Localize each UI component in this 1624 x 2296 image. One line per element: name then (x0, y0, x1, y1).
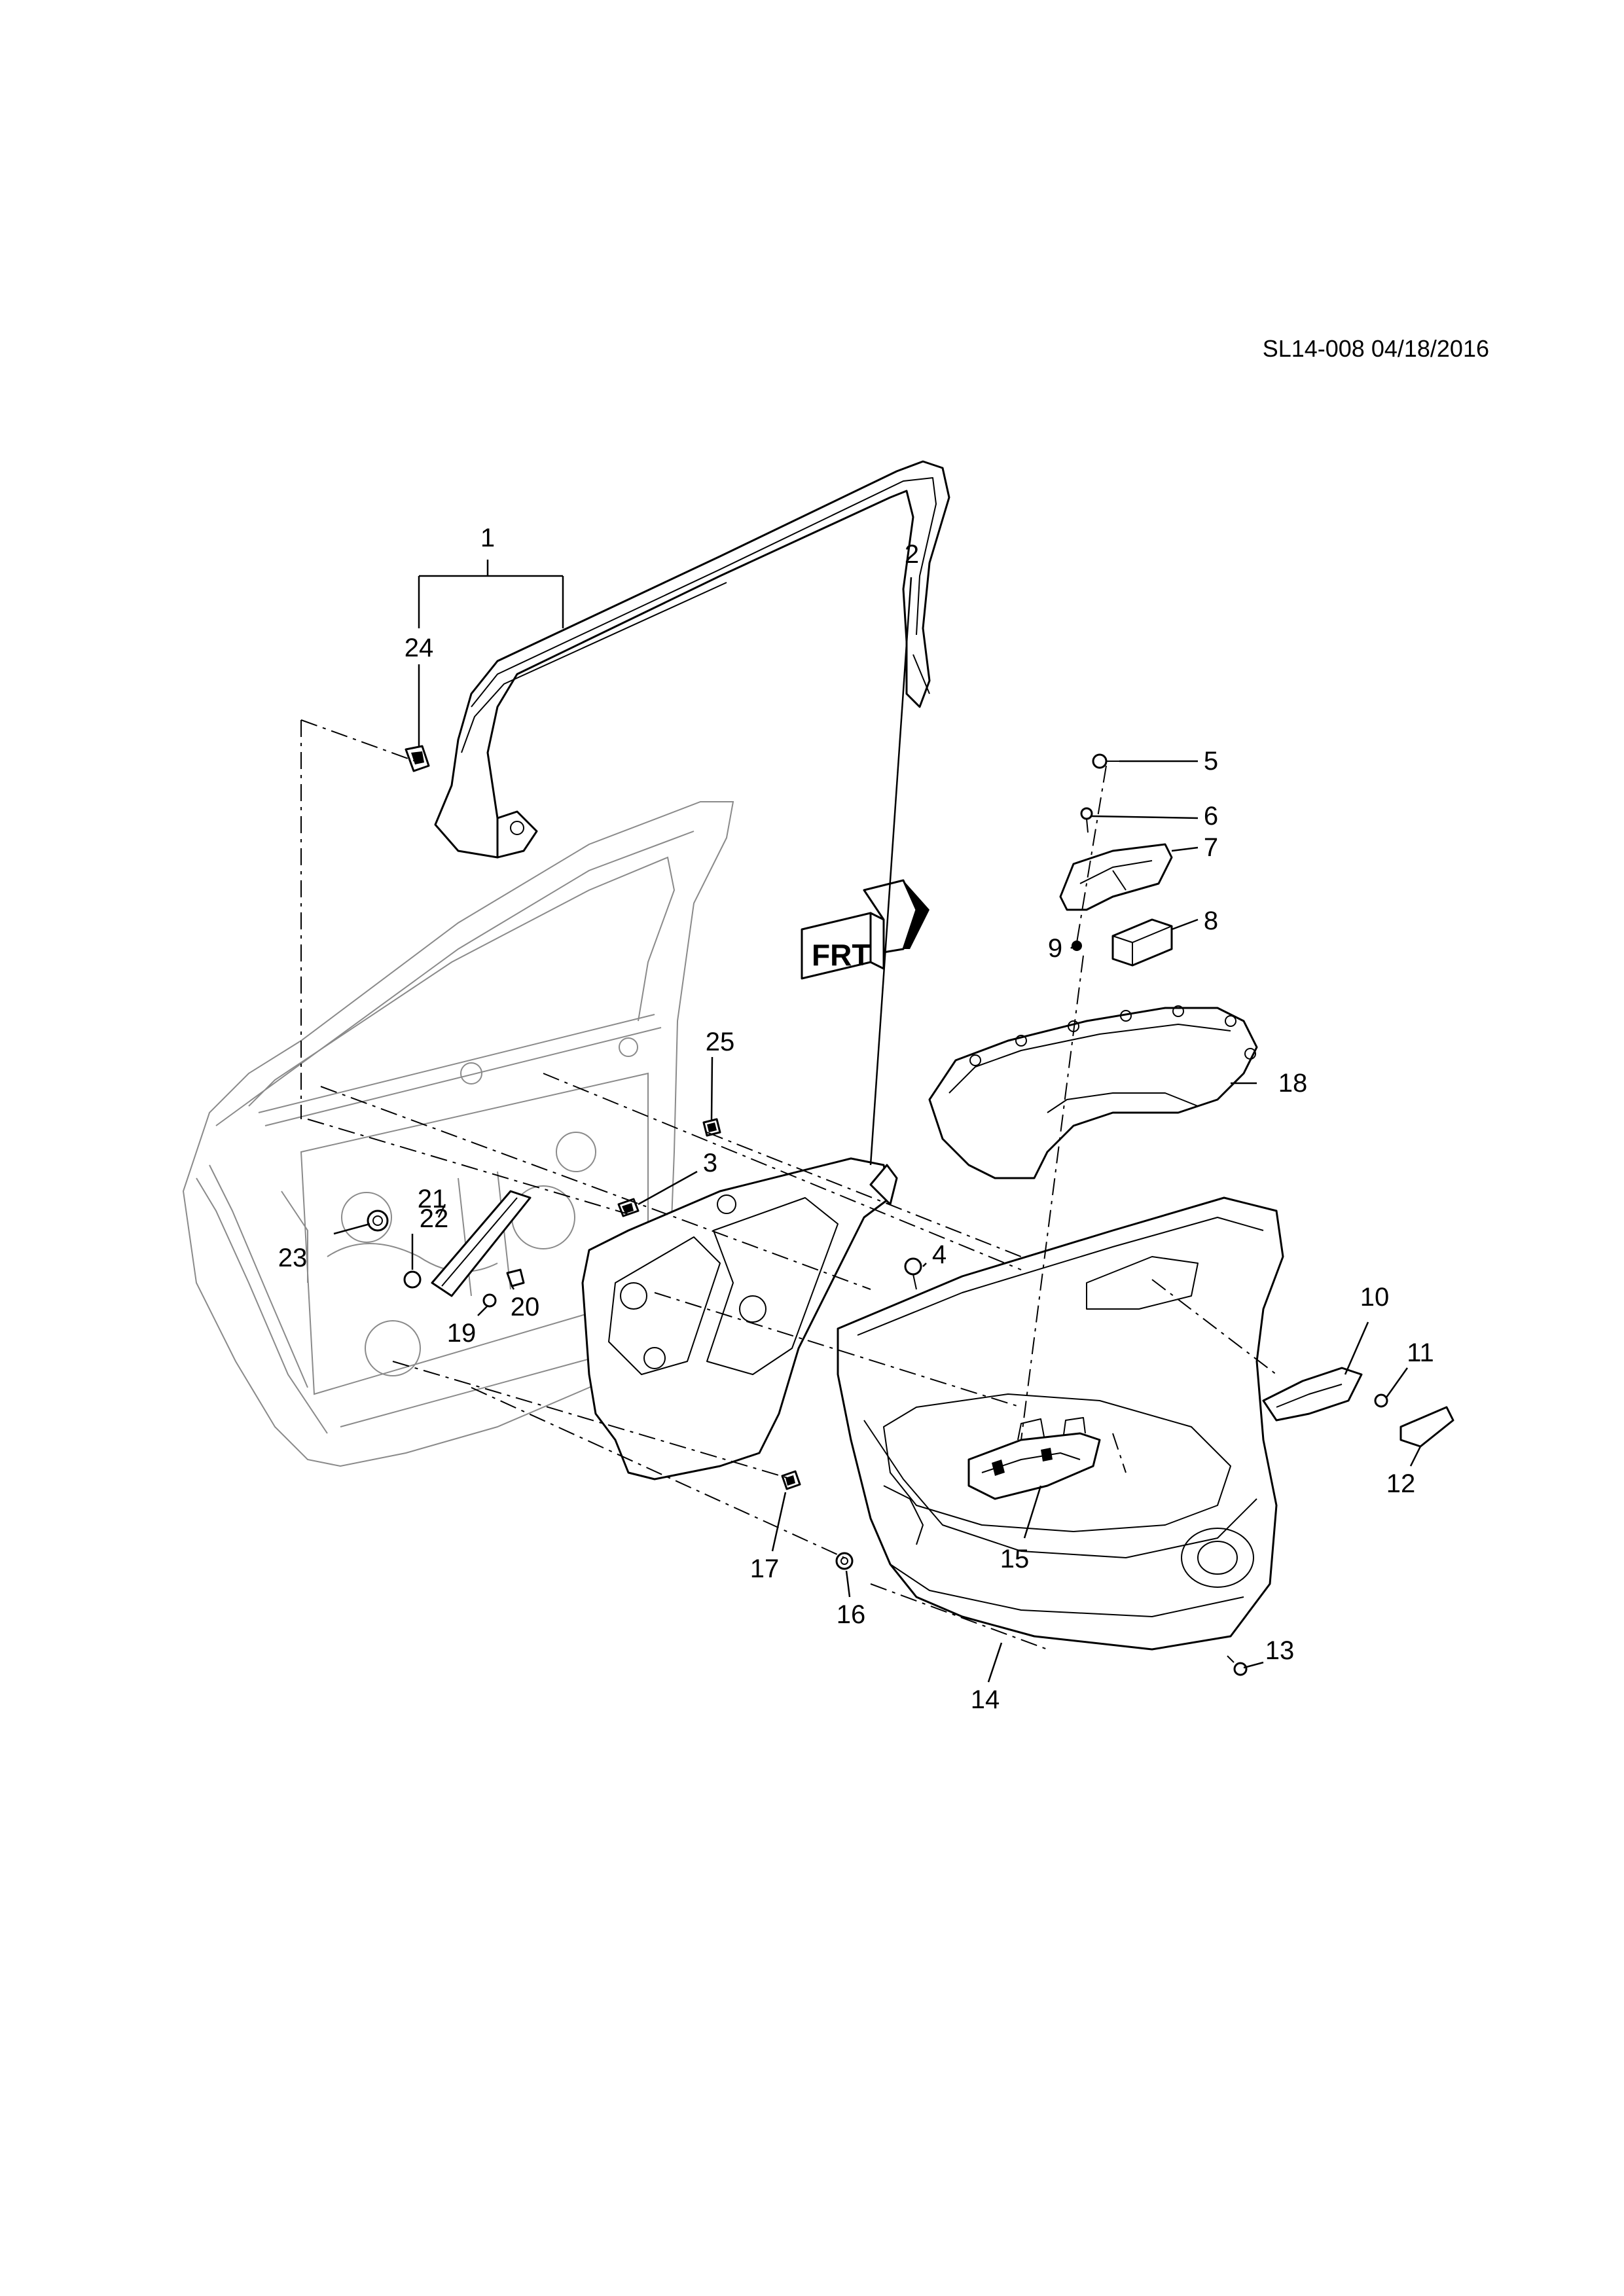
part-22-bushing (403, 1270, 422, 1289)
part-25-clip (702, 1118, 721, 1137)
callout-10: 10 (1360, 1283, 1390, 1312)
part-13-screw (1227, 1655, 1248, 1676)
part-7-handle-bezel (1059, 843, 1173, 911)
part-23-grommet (367, 1210, 389, 1232)
part-9-nut (1072, 941, 1082, 951)
callout-12: 12 (1386, 1469, 1416, 1498)
callout-19: 19 (447, 1319, 477, 1348)
callout-18: 18 (1278, 1069, 1308, 1098)
part-8-window-switch (1111, 918, 1173, 967)
part-18-armrest-insert (928, 1005, 1258, 1179)
part-19-screw (482, 1293, 497, 1308)
callout-1: 1 (480, 524, 495, 552)
callout-13: 13 (1265, 1636, 1295, 1665)
callout-numbers: 1 2 3 4 5 6 7 8 9 10 11 12 13 14 15 16 1… (278, 524, 1434, 1714)
assembly-lines (300, 719, 1277, 1650)
callout-25: 25 (706, 1028, 735, 1056)
callout-5: 5 (1204, 747, 1218, 776)
callout-9: 9 (1048, 934, 1062, 963)
callout-20: 20 (511, 1293, 540, 1321)
part-17-clip (781, 1470, 801, 1490)
callout-16: 16 (837, 1600, 866, 1629)
callout-15: 15 (1000, 1545, 1030, 1573)
callout-21: 21 (418, 1185, 447, 1213)
part-6-screw (1080, 807, 1093, 833)
part-2-water-deflector (581, 1157, 898, 1480)
callout-3: 3 (703, 1149, 717, 1177)
part-21-channel (431, 1190, 532, 1297)
frt-logo-text: FRT (812, 938, 870, 972)
callout-7: 7 (1204, 833, 1218, 862)
callout-8: 8 (1204, 906, 1218, 935)
fasteners (367, 753, 1388, 1676)
part-15-handle-bracket (967, 1417, 1101, 1500)
callout-11: 11 (1407, 1338, 1434, 1367)
callout-17: 17 (750, 1554, 780, 1583)
part-4-pin (904, 1257, 922, 1290)
callout-24: 24 (405, 634, 434, 662)
drawing-code: SL14-008 04/18/2016 (1263, 335, 1489, 362)
part-20-clip (506, 1268, 525, 1287)
part-12-cap (1399, 1406, 1454, 1448)
callout-14: 14 (971, 1685, 1000, 1714)
callout-23: 23 (278, 1244, 308, 1272)
part-16-fastener (835, 1552, 854, 1570)
part-10-pull-handle (1262, 1367, 1363, 1422)
callout-6: 6 (1204, 802, 1218, 831)
leader-lines (333, 560, 1422, 1683)
front-direction-logo: FRT (801, 879, 929, 980)
callout-22: 22 (420, 1204, 449, 1233)
door-frame-weatherstrip (434, 460, 950, 859)
part-3-clip (617, 1198, 640, 1217)
part-5-screw (1092, 753, 1119, 769)
callout-4: 4 (932, 1240, 947, 1269)
part-14-door-trim-panel (837, 1196, 1284, 1651)
part-11-screw (1374, 1393, 1388, 1408)
callout-2: 2 (905, 540, 919, 569)
part-24-clip (405, 745, 430, 772)
